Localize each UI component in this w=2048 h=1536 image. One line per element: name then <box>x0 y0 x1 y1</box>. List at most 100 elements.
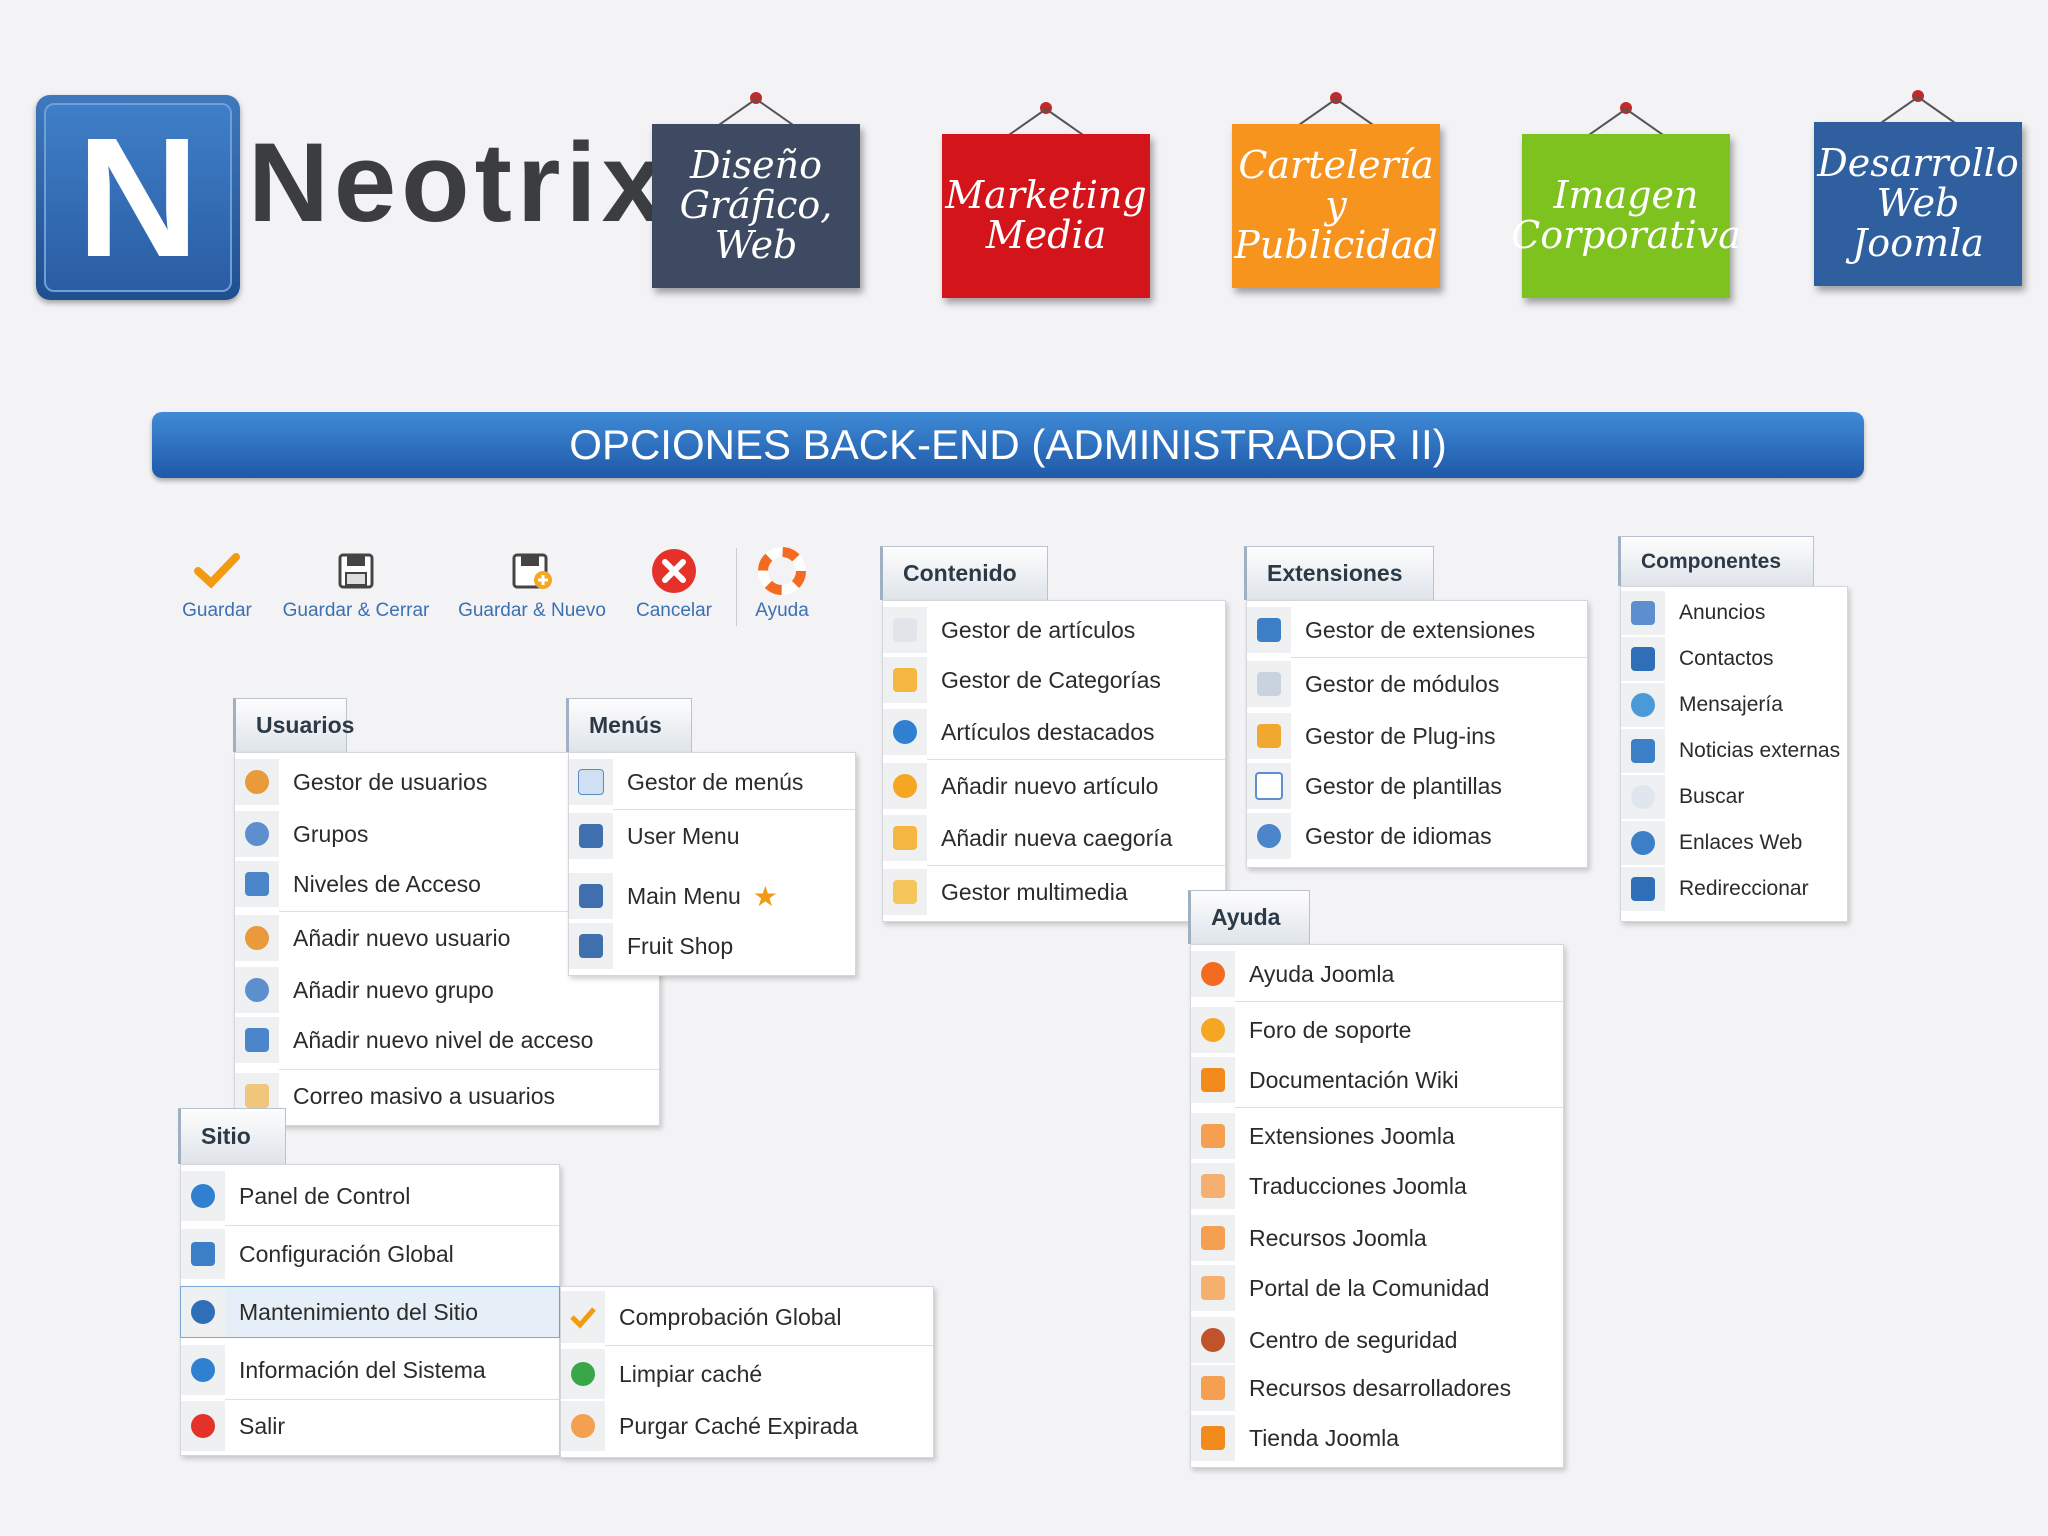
menu-item[interactable]: User Menu <box>569 813 855 859</box>
sitio-panel: Panel de Control Configuración Global Ma… <box>180 1164 560 1456</box>
menu-item[interactable]: Portal de la Comunidad <box>1191 1265 1563 1311</box>
menu-item[interactable]: Gestor de usuarios <box>235 759 659 805</box>
note-carteleria: Cartelería y Publicidad <box>1232 92 1440 292</box>
menu-item[interactable]: Contactos <box>1621 637 1847 681</box>
menu-item[interactable]: Gestor de idiomas <box>1247 813 1587 859</box>
menu-item[interactable]: Panel de Control <box>181 1171 559 1221</box>
note-text: Cartelería y Publicidad <box>1232 124 1440 288</box>
mantenimiento-submenu: Comprobación Global Limpiar caché Purgar… <box>560 1286 934 1458</box>
menu-item[interactable]: Anuncios <box>1621 591 1847 635</box>
menu-item[interactable]: Configuración Global <box>181 1229 559 1279</box>
menu-item[interactable]: Añadir nuevo nivel de acceso <box>235 1017 659 1063</box>
menu-item[interactable]: Centro de seguridad <box>1191 1317 1563 1363</box>
help-button[interactable]: Ayuda <box>742 547 822 622</box>
note-diseno: Diseño Gráfico, Web <box>652 92 860 292</box>
menu-item[interactable]: Gestor de artículos <box>883 607 1225 653</box>
contacts-icon <box>1631 647 1655 671</box>
menu-item[interactable]: Buscar <box>1621 775 1847 819</box>
info-icon <box>191 1358 215 1382</box>
extensions-icon <box>1201 1124 1225 1148</box>
module-icon <box>1257 672 1281 696</box>
menu-item[interactable]: Recursos Joomla <box>1191 1215 1563 1261</box>
menu-item[interactable]: Extensiones Joomla <box>1191 1113 1563 1159</box>
separator <box>279 1069 659 1070</box>
save-button[interactable]: Guardar <box>172 548 262 622</box>
menu-item[interactable]: Gestor de módulos <box>1247 661 1587 707</box>
menus-panel: Gestor de menús User Menu Main Menu★ Fru… <box>568 752 856 976</box>
menu-item[interactable]: Gestor de Plug-ins <box>1247 713 1587 759</box>
note-text: Marketing Media <box>942 134 1150 298</box>
folder-icon <box>893 668 917 692</box>
forum-icon <box>1201 1018 1225 1042</box>
separator <box>613 809 855 810</box>
lifebuoy-icon <box>1201 962 1225 986</box>
menu-item[interactable]: Purgar Caché Expirada <box>561 1401 933 1451</box>
menu-item[interactable]: Fruit Shop <box>569 923 855 969</box>
user-icon <box>245 770 269 794</box>
levels-icon <box>245 872 269 896</box>
cancel-button[interactable]: Cancelar <box>626 548 722 622</box>
menu-item[interactable]: Comprobación Global <box>561 1291 933 1343</box>
refresh-icon <box>571 1362 595 1386</box>
brand-name: Neotrix <box>248 120 669 245</box>
menu-item[interactable]: Limpiar caché <box>561 1349 933 1399</box>
logo-letter: N <box>76 102 200 293</box>
add-group-icon <box>245 978 269 1002</box>
menu-item[interactable]: Tienda Joomla <box>1191 1415 1563 1461</box>
menu-item[interactable]: Documentación Wiki <box>1191 1057 1563 1103</box>
menu-item[interactable]: Grupos <box>235 811 659 857</box>
sitio-tab[interactable]: Sitio <box>178 1108 286 1164</box>
menu-item[interactable]: Foro de soporte <box>1191 1007 1563 1053</box>
contenido-tab[interactable]: Contenido <box>880 546 1048 600</box>
menu-item[interactable]: Gestor multimedia <box>883 869 1225 915</box>
menu-item[interactable]: Añadir nuevo usuario <box>235 915 659 961</box>
menu-item[interactable]: Enlaces Web <box>1621 821 1847 865</box>
save-new-button[interactable]: Guardar & Nuevo <box>454 548 610 622</box>
note-marketing: Marketing Media <box>942 102 1150 302</box>
menu-item-selected[interactable]: Mantenimiento del Sitio <box>180 1286 560 1338</box>
check-icon <box>570 1307 596 1329</box>
separator <box>279 911 659 912</box>
extensiones-tab[interactable]: Extensiones <box>1244 546 1434 600</box>
ayuda-tab[interactable]: Ayuda <box>1188 890 1310 944</box>
menu-item[interactable]: Añadir nueva caegoría <box>883 815 1225 861</box>
menu-item[interactable]: Gestor de menús <box>569 759 855 805</box>
menu-item[interactable]: Redireccionar <box>1621 867 1847 911</box>
menu-item[interactable]: Noticias externas <box>1621 729 1847 773</box>
menu-item[interactable]: Main Menu★ <box>569 873 855 919</box>
add-article-icon <box>893 774 917 798</box>
separator <box>927 759 1225 760</box>
separator <box>225 1225 559 1226</box>
menu-item[interactable]: Salir <box>181 1401 559 1451</box>
menu-item[interactable]: Gestor de Categorías <box>883 657 1225 703</box>
componentes-panel: Anuncios Contactos Mensajería Noticias e… <box>1620 586 1848 922</box>
componentes-tab[interactable]: Componentes <box>1618 536 1814 586</box>
menu-item[interactable]: Artículos destacados <box>883 709 1225 755</box>
menu-item[interactable]: Añadir nuevo artículo <box>883 763 1225 809</box>
community-icon <box>1201 1276 1225 1300</box>
menu-item[interactable]: Recursos desarrolladores <box>1191 1365 1563 1411</box>
menu-item[interactable]: Ayuda Joomla <box>1191 951 1563 997</box>
rss-icon <box>1631 739 1655 763</box>
menu-item[interactable]: Añadir nuevo grupo <box>235 967 659 1013</box>
menu-item[interactable]: Gestor de extensiones <box>1247 607 1587 653</box>
wiki-icon <box>1201 1068 1225 1092</box>
article-icon <box>893 618 917 642</box>
menu-item[interactable]: Traducciones Joomla <box>1191 1163 1563 1209</box>
security-icon <box>1201 1328 1225 1352</box>
plugin-icon <box>1257 724 1281 748</box>
extensiones-panel: Gestor de extensiones Gestor de módulos … <box>1246 600 1588 868</box>
globe-icon <box>1257 824 1281 848</box>
menu-icon <box>579 824 603 848</box>
menu-item[interactable]: Mensajería <box>1621 683 1847 727</box>
menu-item[interactable]: Correo masivo a usuarios <box>235 1073 659 1119</box>
menus-tab[interactable]: Menús <box>566 698 692 752</box>
usuarios-tab[interactable]: Usuarios <box>233 698 354 752</box>
logout-icon <box>191 1414 215 1438</box>
menu-item[interactable]: Niveles de Acceso <box>235 861 659 907</box>
menu-item[interactable]: Gestor de plantillas <box>1247 763 1587 809</box>
mail-icon <box>245 1084 269 1108</box>
control-panel-icon <box>191 1184 215 1208</box>
menu-item[interactable]: Información del Sistema <box>181 1345 559 1395</box>
save-close-button[interactable]: Guardar & Cerrar <box>276 548 436 622</box>
